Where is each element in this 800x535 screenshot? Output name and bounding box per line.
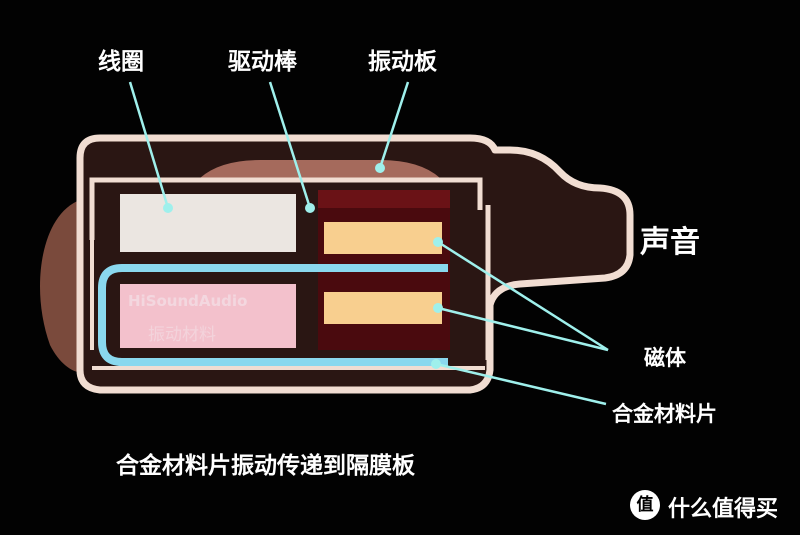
pointer-dot-alloy — [431, 359, 441, 369]
coil-block — [120, 194, 296, 252]
pointer-coil — [128, 81, 170, 209]
pointer-dot-plate — [375, 163, 385, 173]
back-cap — [40, 200, 86, 373]
site-logo-icon: 值 — [630, 490, 660, 520]
magnet-upper — [324, 222, 442, 254]
coil-core-block — [120, 284, 296, 348]
pointer-dot-magnet-1 — [433, 237, 443, 247]
watermark-subtitle: 振动材料 — [148, 325, 216, 345]
pointer-dot-rod — [305, 203, 315, 213]
watermark-brand: HiSoundAudio — [128, 292, 248, 310]
pointer-plate — [378, 81, 410, 169]
alloy-strip — [98, 264, 448, 366]
label-sound: 声音 — [640, 225, 700, 260]
magnet-lower — [324, 292, 442, 324]
label-coil: 线圈 — [98, 49, 144, 75]
pointer-magnet-2 — [437, 306, 609, 352]
diaphragm-bump — [200, 160, 440, 178]
pointer-rod — [268, 81, 312, 209]
pointer-alloy — [435, 362, 607, 406]
pointer-lines — [128, 81, 609, 406]
pointer-magnet-1 — [437, 240, 609, 352]
magnet-housing-top — [318, 190, 450, 208]
pointer-dot-magnet-2 — [433, 303, 443, 313]
diagram-caption: 合金材料片振动传递到隔膜板 — [116, 453, 415, 479]
label-vibration-plate: 振动板 — [368, 49, 437, 75]
pointer-dots — [163, 163, 443, 369]
pointer-dot-coil — [163, 203, 173, 213]
label-magnet: 磁体 — [644, 346, 686, 370]
site-watermark: 什么值得买 — [668, 497, 779, 522]
label-drive-rod: 驱动棒 — [228, 49, 297, 75]
inner-frame — [89, 177, 483, 240]
label-alloy-sheet: 合金材料片 — [612, 402, 717, 426]
